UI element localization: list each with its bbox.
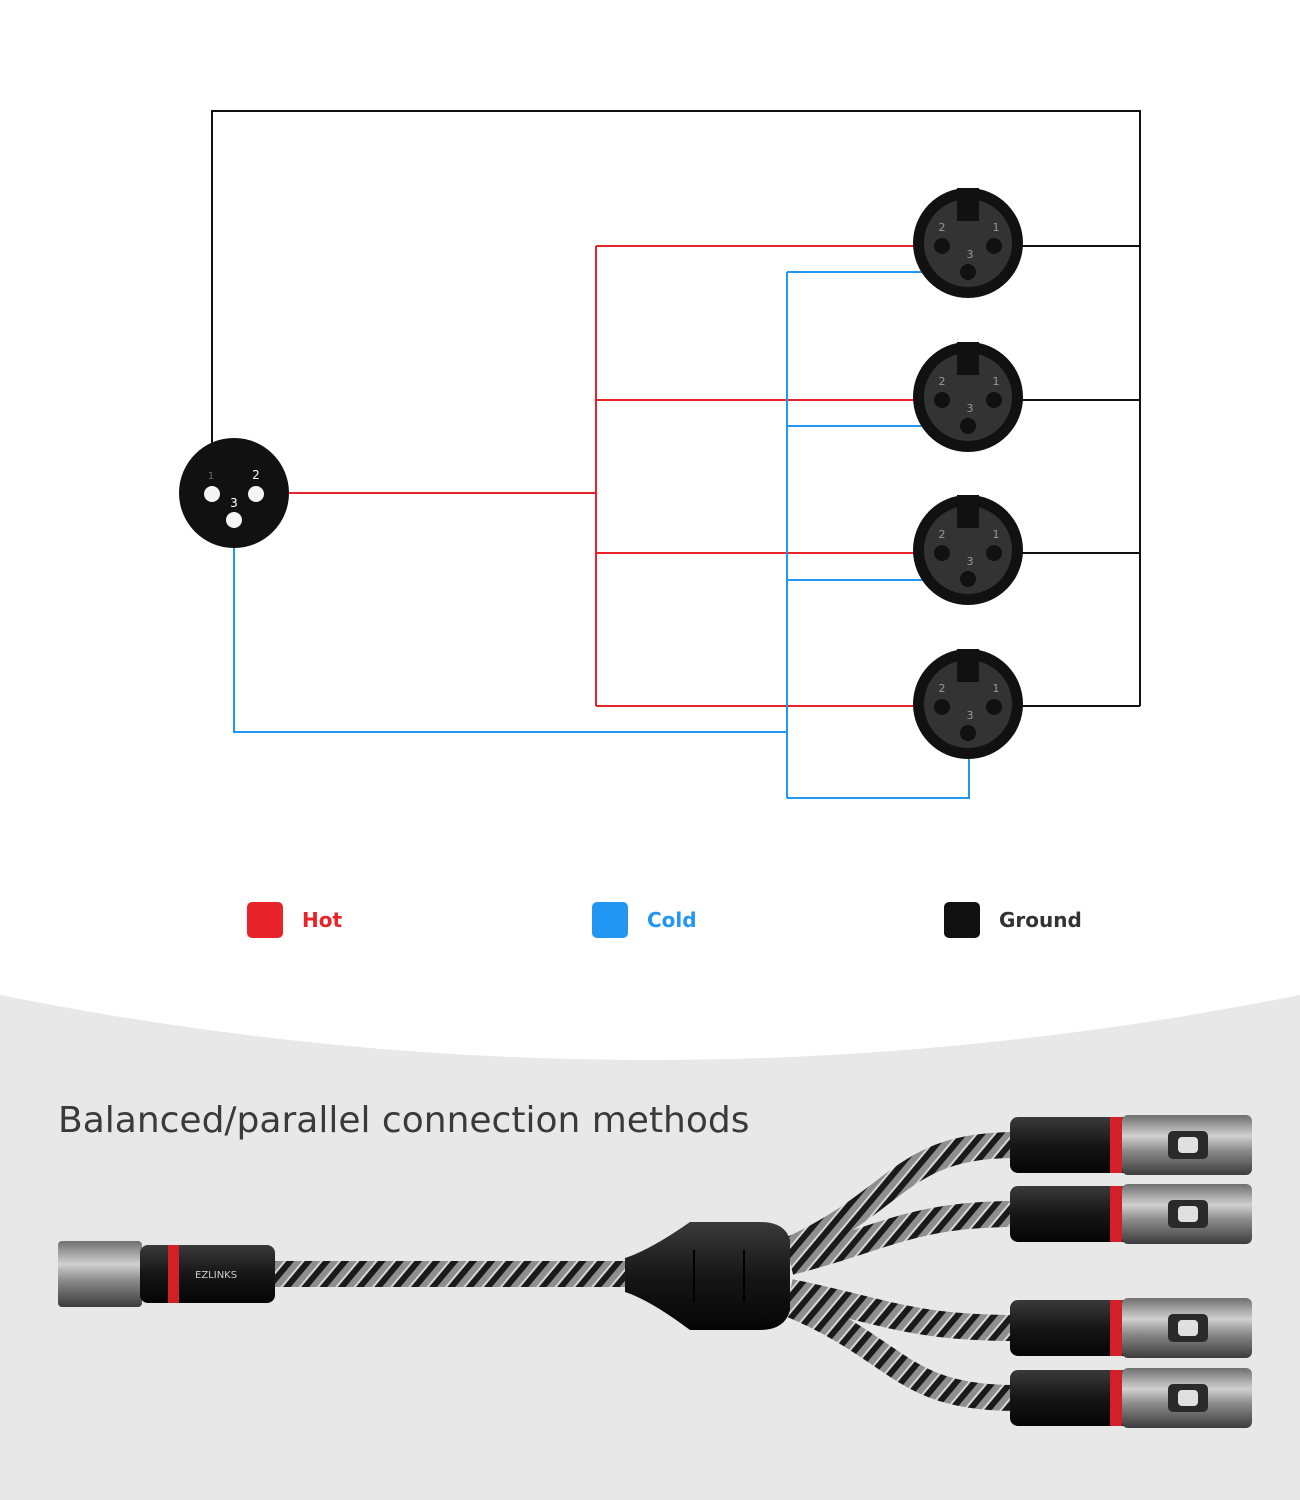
female-xlr-connector-3: 2 1 3 bbox=[913, 495, 1023, 605]
product-photo-cable: EZLINKS bbox=[58, 1115, 1252, 1428]
legend-cold-label: Cold bbox=[647, 908, 697, 932]
male-pin-3 bbox=[226, 512, 242, 528]
female-4-pin-1-label: 1 bbox=[993, 682, 1000, 695]
legend-hot: Hot bbox=[247, 902, 342, 938]
female-4-pin-3-label: 3 bbox=[967, 709, 974, 722]
female-2-pin-2-label: 2 bbox=[939, 375, 946, 388]
female-1-pin-1-label: 1 bbox=[993, 221, 1000, 234]
photo-brand-mark: EZLINKS bbox=[195, 1270, 237, 1281]
legend-ground-swatch bbox=[944, 902, 980, 938]
male-pin-2 bbox=[248, 486, 264, 502]
female-3-pin-2 bbox=[934, 545, 950, 561]
male-pin-1-label: 1 bbox=[208, 471, 214, 482]
female-2-pin-3-label: 3 bbox=[967, 402, 974, 415]
female-2-pin-1 bbox=[986, 392, 1002, 408]
legend-cold-swatch bbox=[592, 902, 628, 938]
hot-wires bbox=[256, 245, 942, 707]
male-pin-2-label: 2 bbox=[252, 468, 260, 482]
cold-wires bbox=[233, 271, 970, 799]
female-2-pin-1-label: 1 bbox=[993, 375, 1000, 388]
legend-hot-swatch bbox=[247, 902, 283, 938]
photo-female-plug-3 bbox=[1010, 1298, 1252, 1358]
female-4-pin-3 bbox=[960, 725, 976, 741]
photo-caption: Balanced/parallel connection methods bbox=[58, 1100, 750, 1141]
splitter-body bbox=[625, 1222, 790, 1330]
female-1-pin-1 bbox=[986, 238, 1002, 254]
female-1-pin-3 bbox=[960, 264, 976, 280]
branch-cable-2 bbox=[786, 1201, 1016, 1275]
legend-cold: Cold bbox=[592, 902, 697, 938]
female-1-pin-2-label: 2 bbox=[939, 221, 946, 234]
female-xlr-connector-1: 2 1 3 bbox=[913, 188, 1023, 298]
female-1-pin-3-label: 3 bbox=[967, 248, 974, 261]
ground-wire-male bbox=[211, 110, 1141, 706]
photo-female-plug-2 bbox=[1010, 1184, 1252, 1244]
female-3-pin-3 bbox=[960, 571, 976, 587]
legend-ground-label: Ground bbox=[999, 908, 1082, 932]
male-pin-1 bbox=[204, 486, 220, 502]
female-2-pin-3 bbox=[960, 418, 976, 434]
female-4-pin-2 bbox=[934, 699, 950, 715]
female-xlr-connector-4: 2 1 3 bbox=[913, 649, 1023, 759]
female-3-pin-1-label: 1 bbox=[993, 528, 1000, 541]
branch-cable-4 bbox=[784, 1292, 1016, 1411]
female-3-pin-3-label: 3 bbox=[967, 555, 974, 568]
female-3-pin-1 bbox=[986, 545, 1002, 561]
male-pin-3-label: 3 bbox=[230, 496, 238, 510]
legend-ground: Ground bbox=[944, 902, 1082, 938]
branch-cable-1 bbox=[784, 1132, 1016, 1262]
female-4-pin-1 bbox=[986, 699, 1002, 715]
cold-wire-male bbox=[233, 520, 787, 733]
branch-cable-3 bbox=[787, 1279, 1016, 1341]
female-4-pin-2-label: 2 bbox=[939, 682, 946, 695]
legend-hot-label: Hot bbox=[302, 908, 343, 932]
photo-female-plug-1 bbox=[1010, 1115, 1252, 1175]
main-cable bbox=[270, 1261, 665, 1287]
female-2-pin-2 bbox=[934, 392, 950, 408]
photo-male-plug: EZLINKS bbox=[58, 1241, 275, 1307]
photo-female-plug-4 bbox=[1010, 1368, 1252, 1428]
female-1-pin-2 bbox=[934, 238, 950, 254]
male-xlr-connector: 1 2 3 bbox=[179, 438, 289, 548]
female-xlr-connector-2: 2 1 3 bbox=[913, 342, 1023, 452]
female-3-pin-2-label: 2 bbox=[939, 528, 946, 541]
